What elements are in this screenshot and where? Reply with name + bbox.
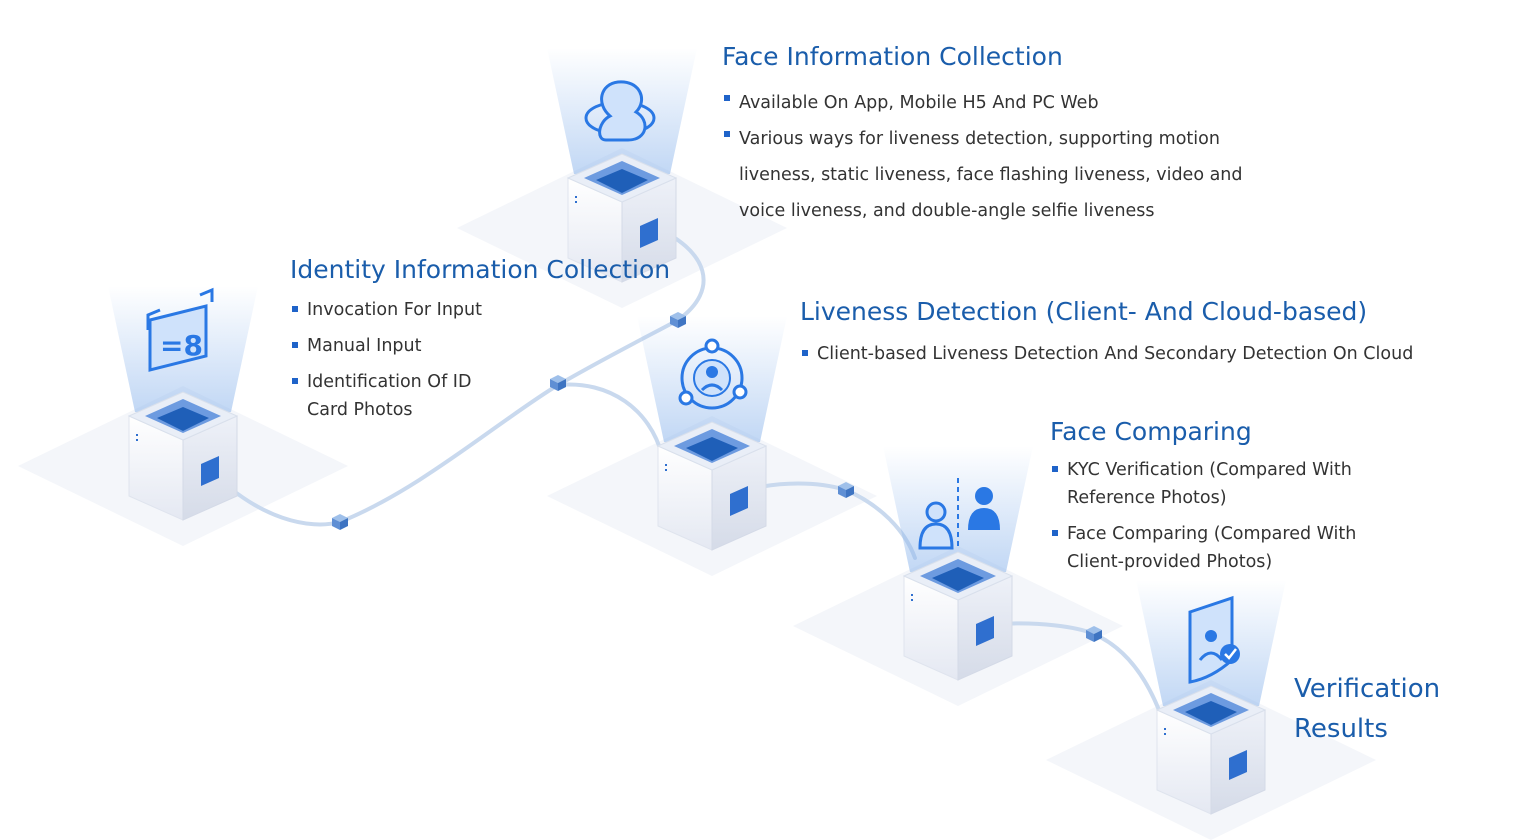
box-marker — [575, 201, 577, 203]
face-comparing-list: KYC Verification (Compared With Referenc… — [1050, 456, 1390, 576]
svg-text:=8: =8 — [160, 329, 203, 362]
liveness-detection-title: Liveness Detection (Client- And Cloud-ba… — [800, 297, 1368, 326]
connector-node — [550, 375, 566, 391]
icons: =8 — [146, 80, 1240, 684]
list-item: Identification Of ID Card Photos — [290, 368, 505, 424]
step-face-information: Face Information Collection Available On… — [722, 42, 1342, 229]
identity-information-list: Invocation For Input Manual Input Identi… — [290, 296, 505, 424]
step-verification-results: Verification Results — [1294, 669, 1494, 749]
box-marker — [911, 594, 913, 596]
face-comparing-title: Face Comparing — [1050, 417, 1252, 446]
box-marker — [575, 196, 577, 198]
box-marker — [1164, 733, 1166, 735]
step-liveness-detection: Liveness Detection (Client- And Cloud-ba… — [800, 297, 1500, 376]
connector-path — [208, 223, 706, 527]
box-port — [201, 456, 219, 486]
box-marker — [665, 464, 667, 466]
verification-results-title: Verification Results — [1294, 674, 1441, 744]
box-opening-inner — [1185, 701, 1237, 725]
liveness-detection-list: Client-based Liveness Detection And Seco… — [800, 340, 1500, 368]
face-orbit-icon — [584, 80, 656, 142]
box-port — [976, 616, 994, 646]
face-information-list: Available On App, Mobile H5 And PC Web V… — [722, 85, 1282, 229]
shield-check-icon — [1188, 595, 1240, 684]
box-opening-inner — [596, 169, 648, 193]
box-opening-inner — [157, 407, 209, 431]
step-identity-information: Identity Information Collection Invocati… — [290, 255, 710, 432]
connector-node — [1086, 626, 1102, 642]
list-item: Client-based Liveness Detection And Seco… — [800, 340, 1500, 368]
boxes — [108, 48, 1286, 815]
box-marker — [136, 439, 138, 441]
box-marker — [1164, 728, 1166, 730]
box-marker — [136, 434, 138, 436]
liveness-user-icon — [678, 338, 748, 410]
box-port — [1229, 750, 1247, 780]
list-item: Available On App, Mobile H5 And PC Web — [722, 85, 1282, 121]
face-compare-icon — [918, 478, 1000, 550]
box-port — [730, 486, 748, 516]
identity-information-title: Identity Information Collection — [290, 255, 671, 284]
face-information-title: Face Information Collection — [722, 42, 1063, 71]
list-item: Face Comparing (Compared With Client-pro… — [1050, 520, 1390, 576]
id-card-icon: =8 — [146, 287, 214, 372]
connector-path — [556, 382, 664, 457]
connector-node — [332, 514, 348, 530]
connector-node — [838, 482, 854, 498]
box-opening-inner — [932, 567, 984, 591]
box-opening-inner — [686, 437, 738, 461]
box-port — [640, 218, 658, 248]
box-marker — [665, 469, 667, 471]
list-item: Manual Input — [290, 332, 505, 360]
list-item: Invocation For Input — [290, 296, 505, 324]
list-item: Various ways for liveness detection, sup… — [722, 121, 1282, 229]
list-item: KYC Verification (Compared With Referenc… — [1050, 456, 1390, 512]
step-face-comparing: Face Comparing KYC Verification (Compare… — [1050, 417, 1410, 584]
box-marker — [911, 599, 913, 601]
